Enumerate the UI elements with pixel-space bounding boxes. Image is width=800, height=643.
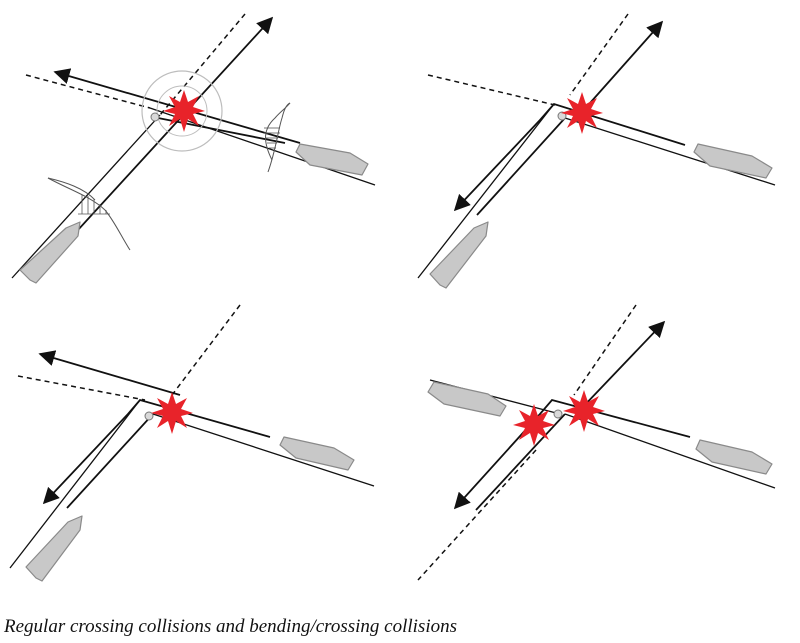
panel-regular-crossing xyxy=(11,13,376,284)
fairway-boundary xyxy=(564,413,776,489)
panel-bending-crossing-1 xyxy=(417,13,776,289)
ship-route-segment xyxy=(66,413,154,509)
collision-star xyxy=(151,392,193,434)
fairway-centerline xyxy=(569,13,629,96)
lateral-distribution-diagonal xyxy=(47,177,131,251)
ship-diagonal xyxy=(25,515,83,582)
collision-zone-inner xyxy=(156,85,208,137)
waypoint-marker xyxy=(150,112,160,122)
collision-star xyxy=(513,404,555,446)
ship-route-segment xyxy=(476,117,566,216)
ship-horizontal xyxy=(279,436,355,471)
ship-route-west xyxy=(38,350,181,396)
fairway-boundary xyxy=(417,103,555,279)
ship-route-bending xyxy=(453,398,691,510)
fairway-centerline xyxy=(417,449,537,581)
ship-diagonal xyxy=(429,221,489,289)
fairway-boundary xyxy=(149,107,376,186)
collision-star xyxy=(163,90,205,132)
waypoint-marker xyxy=(144,411,154,421)
fairway-centerline xyxy=(25,74,151,109)
fairway-centerline xyxy=(171,304,241,396)
ship-horizontal-west xyxy=(427,381,507,417)
lateral-distribution-horizontal xyxy=(264,102,291,173)
ship-route-north xyxy=(579,320,666,411)
waypoint-marker xyxy=(553,409,563,419)
fairway-boundary xyxy=(9,399,141,569)
ship-route-north xyxy=(581,20,664,113)
ship-diagonal xyxy=(19,221,81,284)
fairway-centerline xyxy=(159,13,246,116)
panel-bending-crossing-2 xyxy=(9,304,375,582)
fairway-boundary xyxy=(564,117,776,186)
ship-horizontal xyxy=(695,439,773,475)
collision-zone-outer xyxy=(141,70,223,152)
fairway-boundary xyxy=(152,413,375,487)
fairway-centerline xyxy=(573,304,637,396)
ship-horizontal xyxy=(295,143,369,176)
ship-route-segment xyxy=(157,117,286,144)
waypoint-marker xyxy=(557,111,567,121)
ship-horizontal xyxy=(693,143,773,179)
fairway-centerline xyxy=(17,375,146,401)
panel-bending-crossing-3 xyxy=(417,304,776,581)
fairway-centerline xyxy=(427,74,556,106)
figure-caption: Regular crossing collisions and bending/… xyxy=(4,616,458,637)
collision-star xyxy=(561,92,603,134)
collision-star xyxy=(563,390,605,432)
ship-route-segment xyxy=(475,413,566,511)
